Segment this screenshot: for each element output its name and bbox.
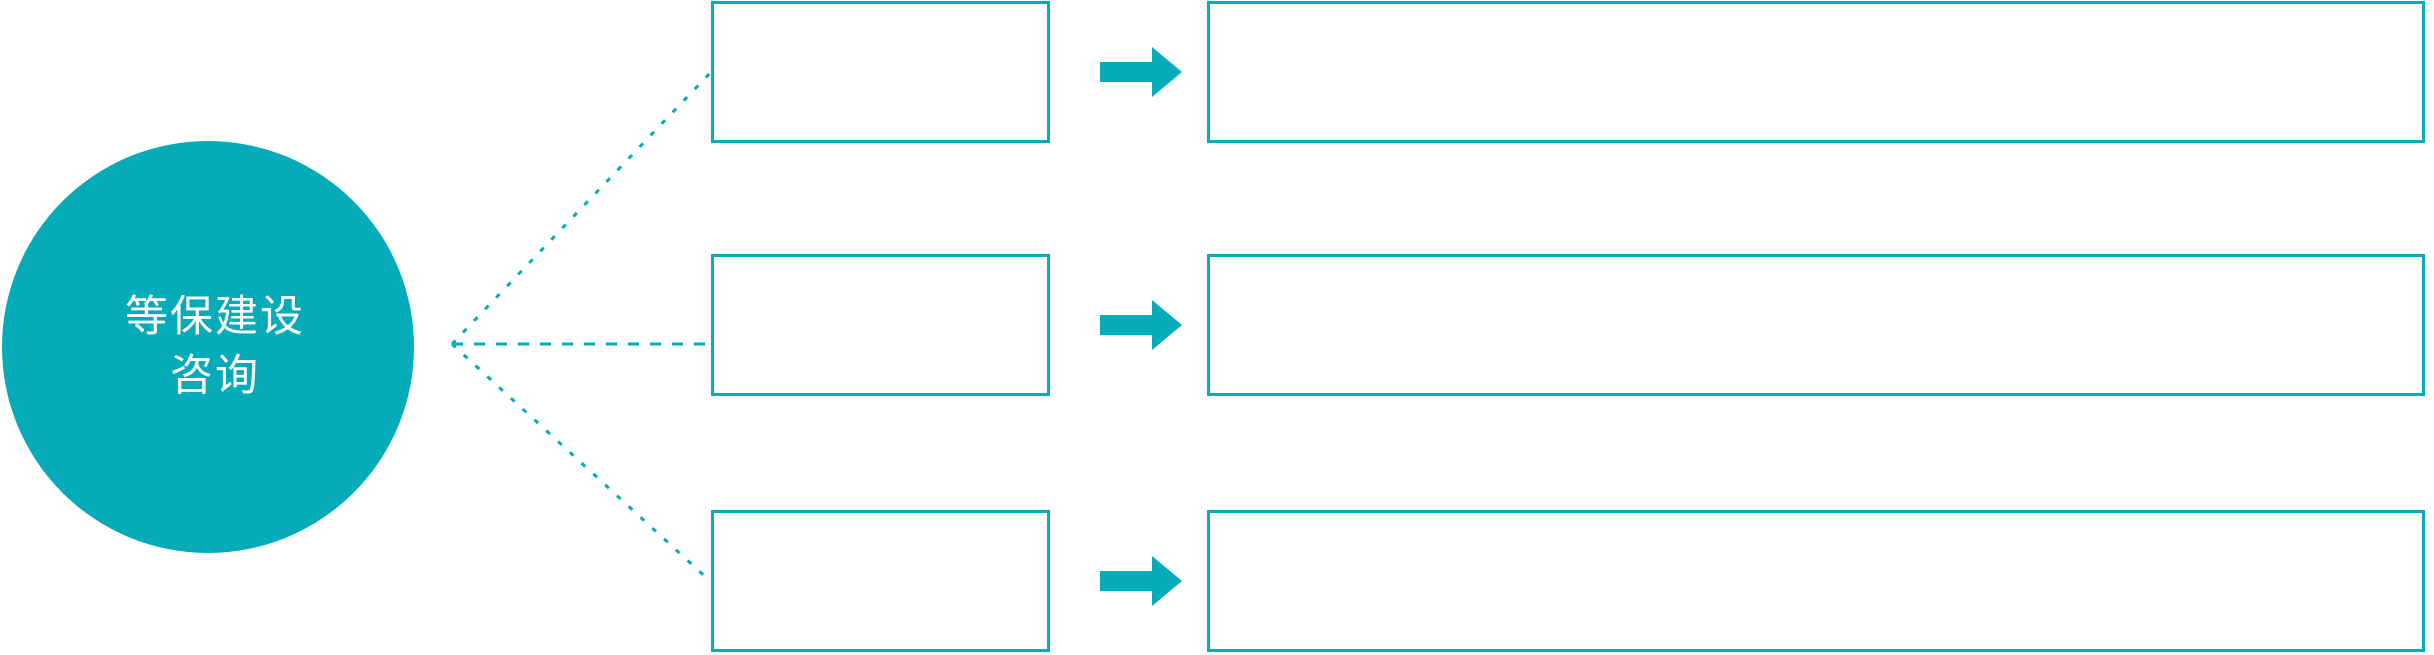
hub-label: 等保建设 咨询 bbox=[125, 292, 305, 400]
hub-circle[interactable]: 等保建设 咨询 bbox=[2, 141, 414, 553]
diagram-row bbox=[0, 510, 2434, 653]
stage-box[interactable] bbox=[711, 510, 1050, 652]
detail-box[interactable] bbox=[1207, 1, 2425, 143]
detail-box[interactable] bbox=[1207, 510, 2425, 652]
diagram-row bbox=[0, 1, 2434, 144]
arrow-right-icon bbox=[1100, 556, 1182, 606]
detail-box[interactable] bbox=[1207, 254, 2425, 396]
arrow-right-icon bbox=[1100, 47, 1182, 97]
arrow-right-icon bbox=[1100, 300, 1182, 350]
stage-box[interactable] bbox=[711, 254, 1050, 396]
diagram-row bbox=[0, 254, 2434, 397]
stage-box[interactable] bbox=[711, 1, 1050, 143]
